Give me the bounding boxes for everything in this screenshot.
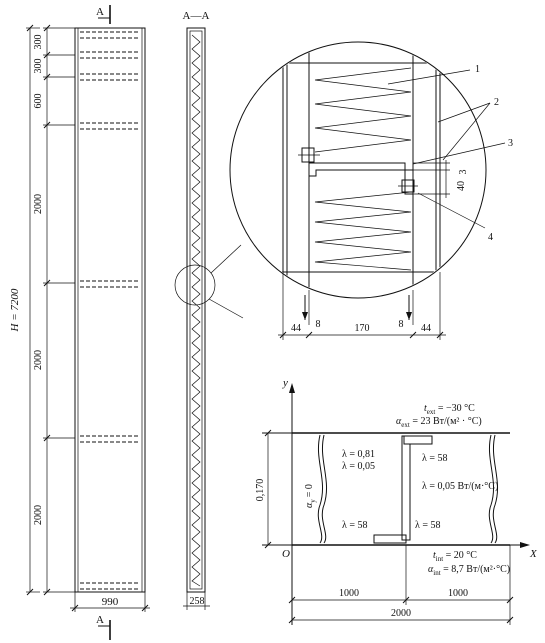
section-mark-bottom: A [96,614,104,626]
axis-y-label: y [282,377,288,389]
lambda-58-right: λ = 58 [415,520,441,531]
alpha-int-label: αint = 8,7 Вт/(м²·°С) [428,564,510,577]
t-int-label: tint = 20 °C [433,550,477,563]
lambda-0-05-left: λ = 0,05 [342,461,375,472]
panel-elevation: H = 7200 300 300 600 2000 2000 2000 990 [9,5,150,640]
dim-600: 600 [33,94,44,109]
dim-8-right: 8 [399,319,404,330]
lambda-0-81: λ = 0,81 [342,449,375,460]
section-mark-top: A [96,6,104,18]
panel-width-label: 990 [102,596,119,608]
alpha-y-label: αy= 0 [304,484,317,508]
dim-170: 170 [355,323,370,334]
t-ext-label: text = −30 °C [424,403,475,416]
calculation-scheme: y X O text = −30 °C αext = 23 Вт/(м² · °… [255,377,538,625]
dim-1000-left: 1000 [339,588,359,599]
callout-2: 2 [494,97,499,108]
total-height-label: H = 7200 [9,288,21,332]
alpha-ext-label: αext = 23 Вт/(м² · °С) [396,416,482,429]
dim-2000-upper: 2000 [33,194,44,214]
section-width-label: 258 [190,596,205,607]
dim-2000-lower: 2000 [33,505,44,525]
section-title: A—A [183,10,210,22]
callout-3: 3 [508,138,513,149]
height-dim-label: 0,170 [255,479,266,502]
callout-4: 4 [488,232,493,243]
detail-dim-3: 3 [458,170,469,175]
dim-44-right: 44 [421,323,431,334]
axis-x-label: X [529,548,538,560]
lambda-58-left: λ = 58 [342,520,368,531]
enlarged-detail: 1 2 3 4 3 40 44 8 170 8 [229,41,513,340]
dim-2000-total: 2000 [391,608,411,619]
section-view-aa: A—A 258 [174,10,244,610]
callout-1: 1 [475,64,480,75]
dim-300-second: 300 [33,59,44,74]
lambda-58-top: λ = 58 [422,453,448,464]
dim-8-left: 8 [316,319,321,330]
origin-label: O [282,548,290,560]
detail-dim-40: 40 [456,181,467,191]
dim-2000-middle: 2000 [33,350,44,370]
dim-1000-right: 1000 [448,588,468,599]
lambda-0-05-middle: λ = 0,05 Вт/(м·°С) [422,481,498,492]
dim-300-top: 300 [33,35,44,50]
dim-44-left: 44 [291,323,301,334]
